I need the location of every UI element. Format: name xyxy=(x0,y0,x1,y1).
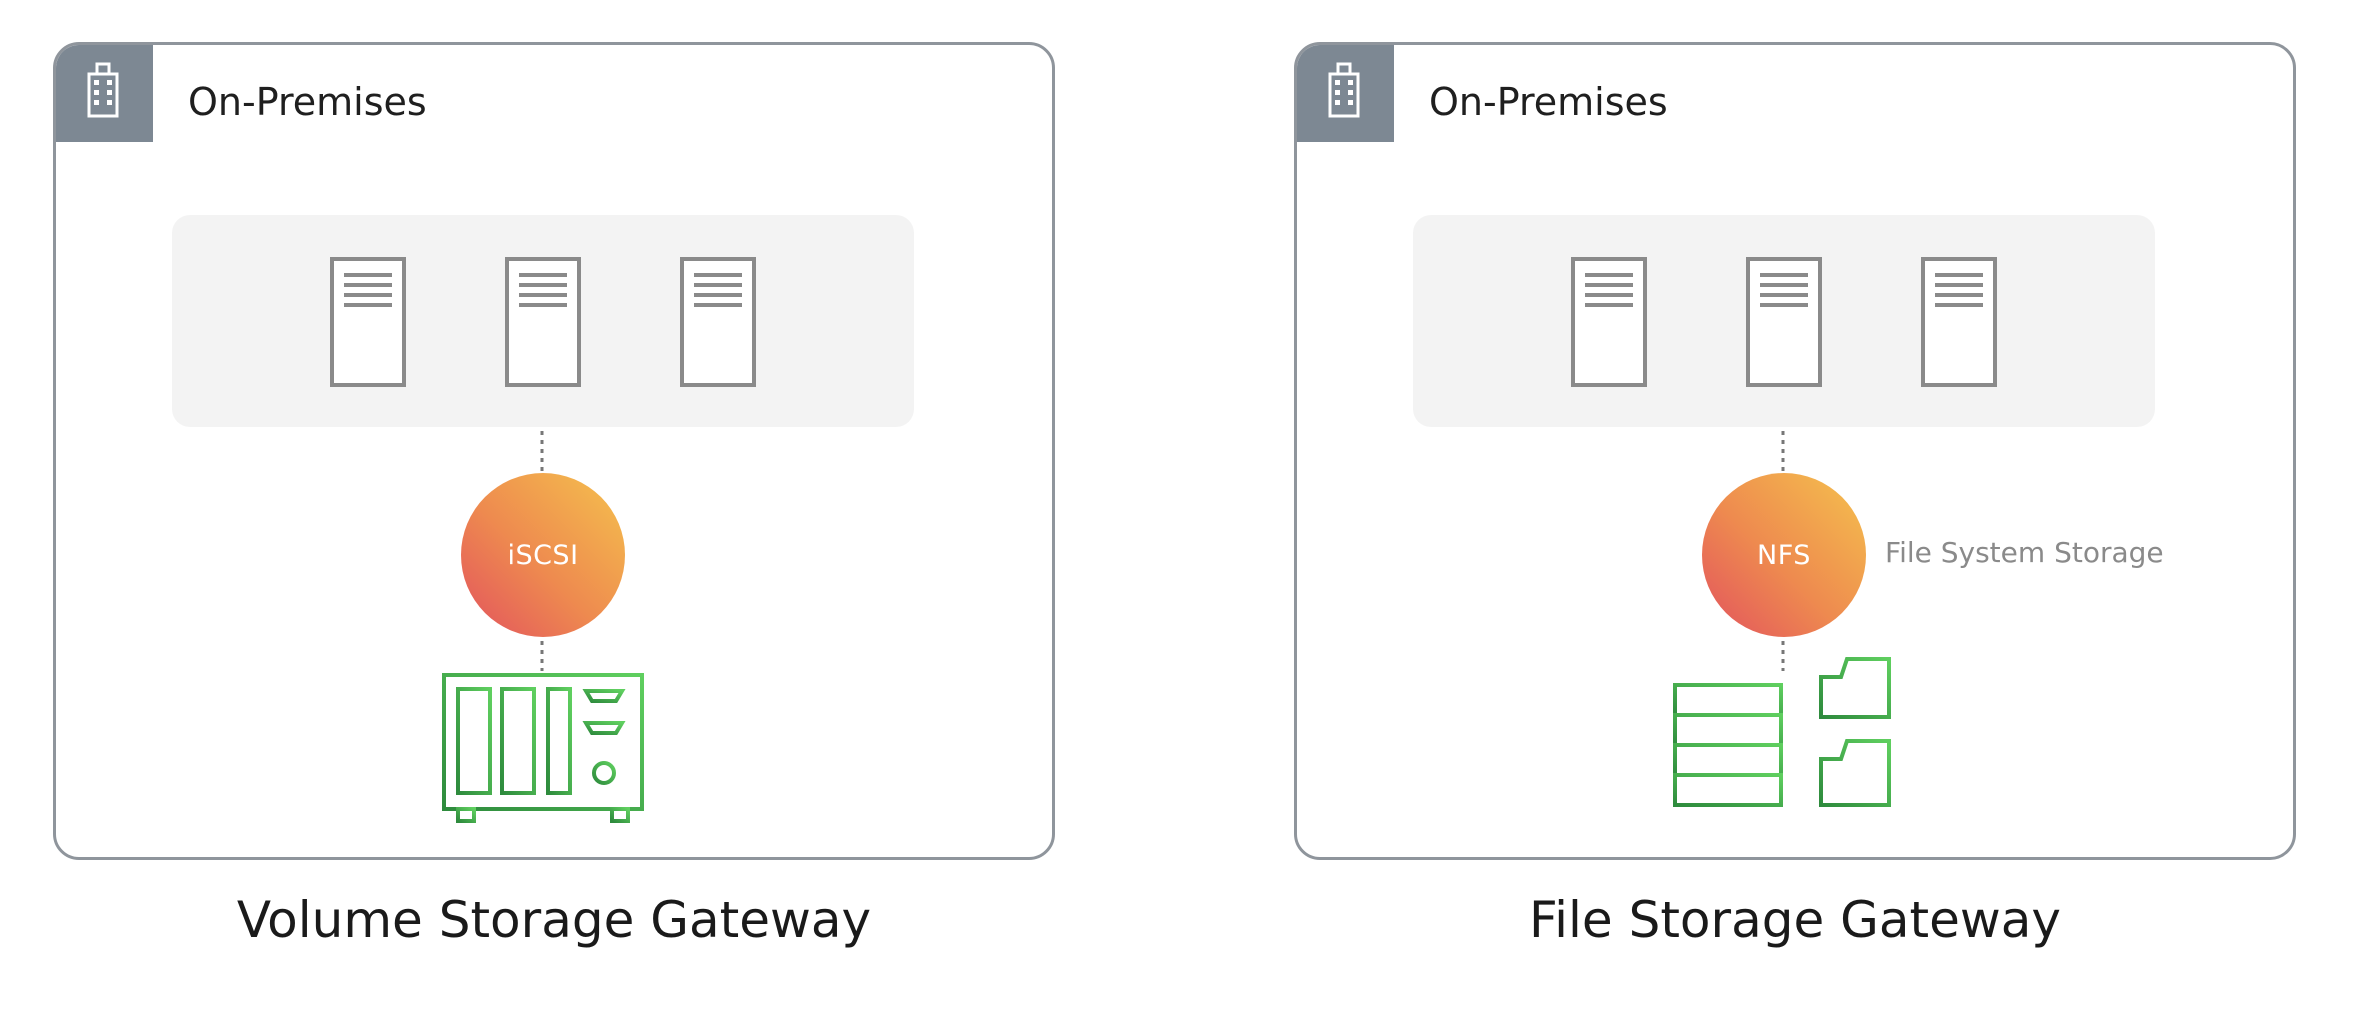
storage-type-label: File System Storage xyxy=(1885,536,2164,569)
protocol-circle: iSCSI xyxy=(461,473,625,637)
server-icon xyxy=(505,257,581,387)
connector-lines xyxy=(540,431,544,671)
server-group xyxy=(172,215,914,427)
building-icon xyxy=(1297,45,1394,142)
protocol-circle: NFS xyxy=(1702,473,1866,637)
server-icon xyxy=(1746,257,1822,387)
server-icon xyxy=(1571,257,1647,387)
server-icon xyxy=(1921,257,1997,387)
building-icon xyxy=(56,45,153,142)
region-label: On-Premises xyxy=(1429,80,1668,124)
region-label: On-Premises xyxy=(188,80,427,124)
connector-lines xyxy=(1781,431,1785,671)
server-icon xyxy=(680,257,756,387)
diagram-caption: File Storage Gateway xyxy=(1529,891,2061,949)
file-gateway-panel: On-Premises xyxy=(1294,42,2296,860)
diagram-caption: Volume Storage Gateway xyxy=(236,891,872,949)
server-group xyxy=(1413,215,2155,427)
file-system-storage-icon xyxy=(1671,655,1901,815)
volume-gateway-panel: On-Premises xyxy=(53,42,1055,860)
storage-array-icon xyxy=(440,671,646,829)
server-icon xyxy=(330,257,406,387)
